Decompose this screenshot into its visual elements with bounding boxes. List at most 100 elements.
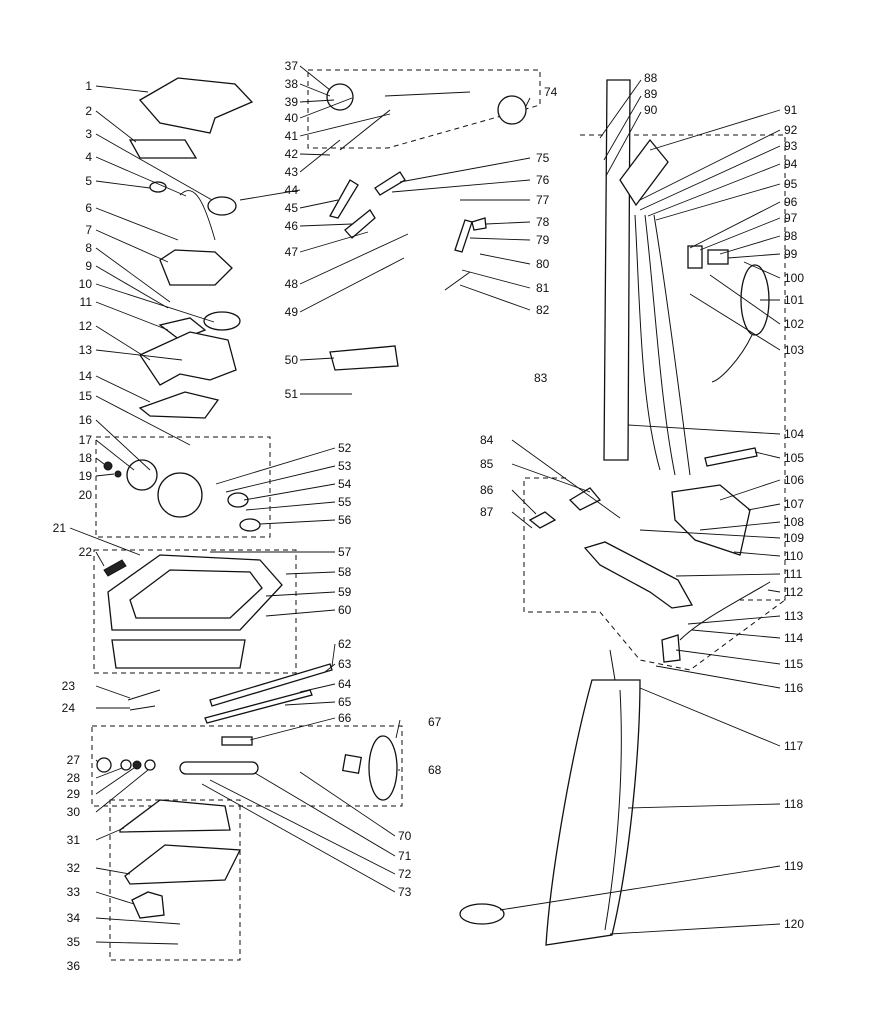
part-label: 3 [85, 127, 92, 141]
part-label: 101 [784, 293, 805, 307]
part-81 [444, 271, 471, 291]
part-label: 115 [784, 657, 804, 671]
part-23 [127, 689, 161, 701]
part-27 [96, 757, 112, 773]
part-19 [114, 470, 122, 478]
part-label: 8 [85, 241, 92, 255]
part-label: 118 [784, 797, 804, 811]
part-label: 70 [398, 829, 412, 843]
part-79 [454, 219, 473, 253]
lower-base-group-box [109, 799, 241, 961]
part-label: 1 [85, 79, 92, 93]
part-label: 100 [784, 271, 805, 285]
part-label: 29 [66, 787, 80, 801]
part-74-rod [384, 91, 471, 97]
part-cord-b [644, 214, 676, 476]
part-hood [138, 77, 254, 134]
part-label: 99 [784, 247, 798, 261]
part-label: 16 [78, 413, 92, 427]
part-label: 106 [784, 473, 805, 487]
part-label: 55 [338, 495, 352, 509]
part-label: 57 [338, 545, 352, 559]
part-label: 31 [66, 833, 80, 847]
part-label: 10 [78, 277, 92, 291]
part-label: 38 [284, 77, 298, 91]
part-50 [329, 345, 399, 371]
part-label: 77 [536, 193, 550, 207]
part-18 [103, 461, 113, 471]
part-label: 60 [338, 603, 352, 617]
part-label: 40 [284, 111, 298, 125]
part-label: 5 [85, 174, 92, 188]
part-plate [128, 139, 198, 159]
part-label: 78 [536, 215, 550, 229]
part-label: 62 [338, 637, 352, 651]
handle-group-box [580, 134, 786, 601]
part-label: 13 [78, 343, 92, 357]
part-label: 81 [536, 281, 550, 295]
part-label: 20 [78, 488, 92, 502]
part-fan-disc [126, 459, 158, 491]
part-cord-a [634, 214, 661, 471]
brushroll-group-box [91, 725, 403, 807]
part-cord-c [653, 214, 691, 476]
part-brushroll [179, 761, 259, 775]
part-115 [661, 634, 681, 663]
part-label: 44 [284, 183, 298, 197]
part-55 [227, 492, 249, 508]
part-label: 52 [338, 441, 352, 455]
part-label: 41 [284, 129, 298, 143]
part-label: 21 [52, 521, 66, 535]
part-label: 103 [784, 343, 805, 357]
part-105 [704, 447, 758, 467]
part-label: 79 [536, 233, 550, 247]
part-plug-cord [711, 334, 753, 383]
part-label: 117 [784, 739, 804, 753]
part-label: 93 [784, 139, 798, 153]
part-label: 17 [78, 433, 92, 447]
part-label: 109 [784, 531, 805, 545]
part-lens [203, 311, 241, 331]
part-label: 91 [784, 103, 798, 117]
part-label: 112 [784, 585, 804, 599]
part-86 [528, 511, 557, 529]
part-label: 65 [338, 695, 352, 709]
part-14 [138, 391, 220, 419]
part-label: 85 [480, 457, 494, 471]
part-29 [132, 760, 142, 770]
part-label: 45 [284, 201, 298, 215]
part-label: 46 [284, 219, 298, 233]
part-label: 75 [536, 151, 550, 165]
part-label: 68 [428, 763, 442, 777]
part-label: 76 [536, 173, 550, 187]
part-117-string [609, 649, 616, 681]
part-label: 74 [544, 85, 558, 99]
part-label: 54 [338, 477, 352, 491]
part-label: 12 [78, 319, 92, 333]
part-label: 94 [784, 157, 798, 171]
part-label: 96 [784, 195, 798, 209]
part-label: 39 [284, 95, 298, 109]
part-label: 114 [784, 631, 804, 645]
part-label: 35 [66, 935, 80, 949]
part-label: 104 [784, 427, 805, 441]
part-119 [459, 903, 505, 925]
part-label: 4 [85, 150, 92, 164]
part-label: 66 [338, 711, 352, 725]
part-32 [124, 844, 242, 885]
part-cover [159, 249, 233, 286]
part-label: 33 [66, 885, 80, 899]
part-37 [326, 83, 354, 111]
part-label: 9 [85, 259, 92, 273]
part-label: 71 [398, 849, 412, 863]
part-label: 82 [536, 303, 550, 317]
part-rod-64 [204, 689, 313, 724]
part-112-wire [679, 581, 771, 641]
part-label: 72 [398, 867, 412, 881]
part-31 [119, 799, 231, 833]
part-label: 48 [284, 277, 298, 291]
part-label: 107 [784, 497, 805, 511]
part-label: 6 [85, 201, 92, 215]
part-label: 7 [85, 223, 92, 237]
base-group-box [93, 549, 297, 674]
